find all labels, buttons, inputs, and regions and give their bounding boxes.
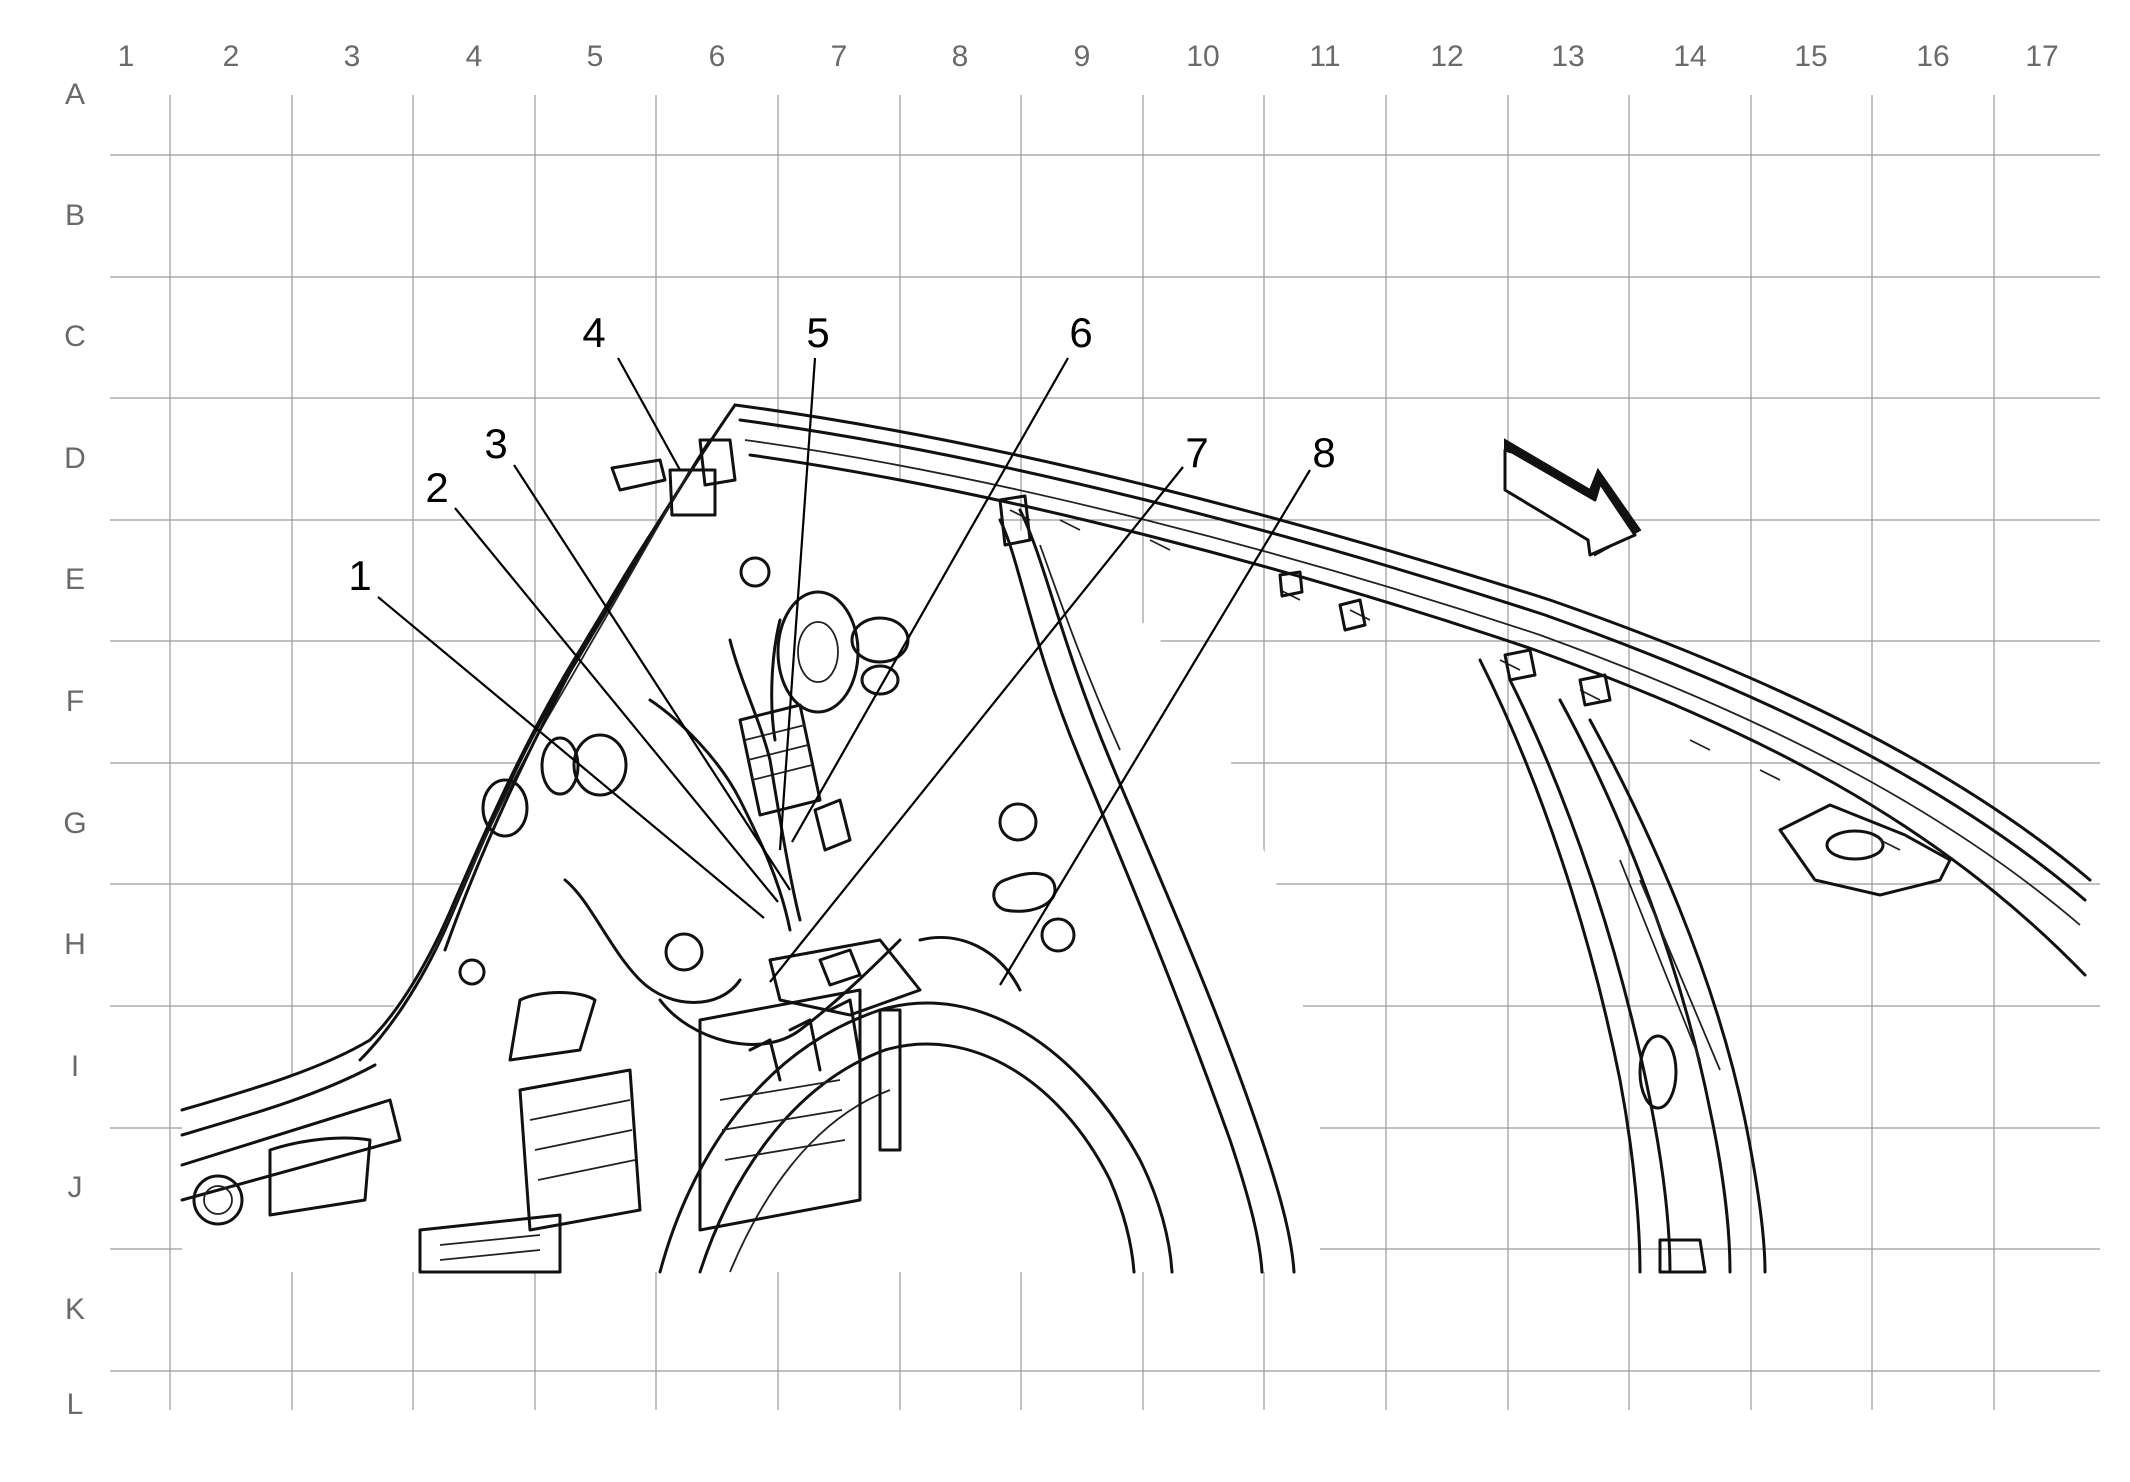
callout-6: 6 [1069,309,1092,356]
row-label: K [65,1293,85,1326]
row-label: L [67,1388,84,1421]
column-label: 3 [344,40,361,73]
callout-labels: 1 2 3 4 5 6 7 8 [348,309,1335,599]
column-label: 13 [1551,40,1584,73]
column-label: 2 [223,40,240,73]
column-label: 1 [118,40,135,73]
callout-3: 3 [484,420,507,467]
column-label: 11 [1309,40,1340,73]
column-label: 10 [1186,40,1219,73]
callout-4: 4 [582,309,605,356]
vehicle-body-illustration [180,403,2092,1274]
row-label: A [65,78,85,111]
row-label: F [66,685,84,718]
callout-1: 1 [348,552,371,599]
row-label: D [64,442,86,475]
column-labels: 1 2 3 4 5 6 7 8 9 10 11 12 13 14 15 16 1… [118,40,2059,73]
callout-7: 7 [1185,429,1208,476]
callout-8: 8 [1312,429,1335,476]
row-label: G [63,807,86,840]
column-label: 16 [1916,40,1949,73]
row-label: I [71,1050,79,1083]
row-label: B [65,199,85,232]
row-labels: A B C D E F G H I J K L [63,78,86,1421]
row-label: E [65,563,85,596]
forward-direction-arrow-icon [1503,438,1642,557]
column-label: 17 [2025,40,2058,73]
column-label: 9 [1074,40,1091,73]
column-label: 6 [709,40,726,73]
column-label: 12 [1430,40,1463,73]
row-label: J [68,1171,83,1204]
column-label: 4 [466,40,483,73]
callout-2: 2 [425,464,448,511]
column-label: 15 [1794,40,1827,73]
row-label: C [64,320,86,353]
row-label: H [64,928,86,961]
callout-5: 5 [806,309,829,356]
column-label: 7 [831,40,848,73]
callout-leaders [377,357,1311,986]
column-label: 8 [952,40,969,73]
column-label: 5 [587,40,604,73]
column-label: 14 [1673,40,1706,73]
